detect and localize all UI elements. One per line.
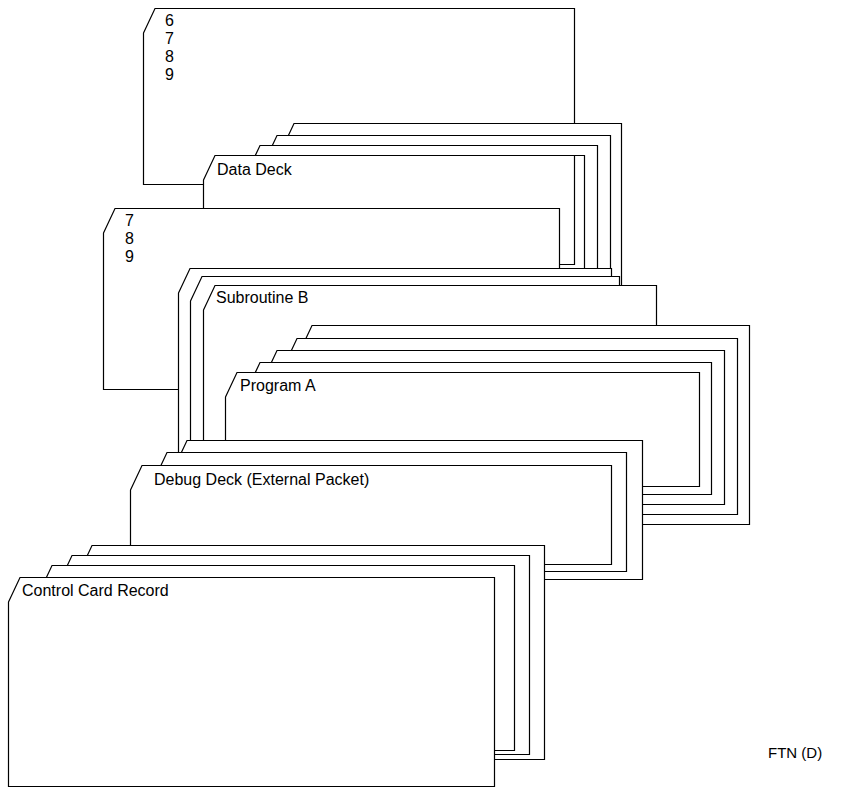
card-label: Debug Deck (External Packet)	[154, 471, 369, 489]
card-edge	[9, 578, 495, 787]
card-label: Data Deck	[217, 161, 292, 179]
figure-tag: FTN (D)	[768, 744, 822, 761]
card-label: Subroutine B	[216, 289, 309, 307]
card-outline	[8, 577, 495, 787]
punch-rows: 6 7 8 9	[165, 12, 175, 84]
punch-rows: 7 8 9	[125, 212, 135, 266]
card-label: Program A	[240, 377, 316, 395]
card-label: Control Card Record	[22, 582, 169, 600]
deck-card: Control Card Record	[8, 577, 495, 787]
